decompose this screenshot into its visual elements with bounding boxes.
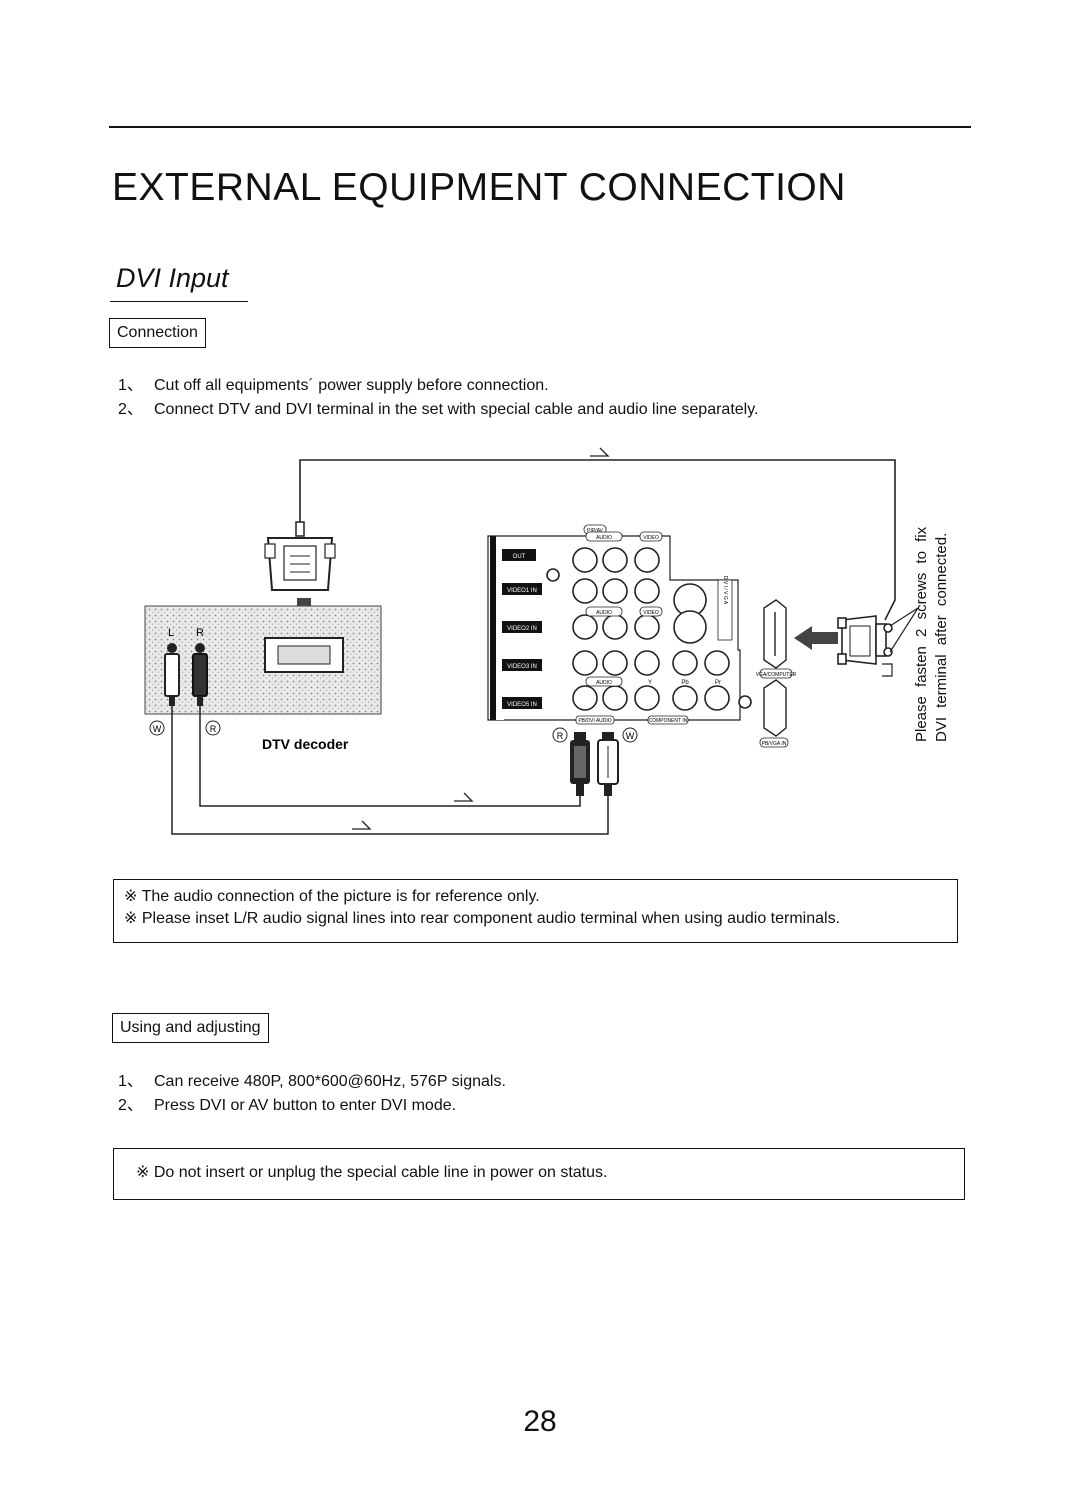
badge-w: W (149, 720, 165, 736)
svg-text:VIDEO1 IN: VIDEO1 IN (507, 588, 537, 594)
panel-rca-plug-red-icon (570, 732, 590, 796)
audio-cables (171, 706, 609, 835)
svg-text:W: W (153, 724, 162, 734)
reference-note-1: ※ The audio connection of the picture is… (124, 888, 540, 905)
dtv-decoder-label: DTV decoder (262, 736, 349, 752)
arrow-marker-bottom (352, 820, 372, 830)
tv-rear-panel: OUT VIDEO1 IN VIDEO2 IN VIDEO3 IN VIDEO5… (487, 524, 752, 725)
svg-text:COMPONENT IN: COMPONENT IN (649, 718, 688, 724)
step-text: Connect DTV and DVI terminal in the set … (154, 401, 759, 418)
svg-text:VIDEO: VIDEO (643, 535, 659, 541)
screw-note-line-2: DVI terminal after connected. (933, 532, 950, 742)
step-text: Can receive 480P, 800*600@60Hz, 576P sig… (154, 1073, 506, 1090)
panel-badge-r: R (552, 727, 568, 743)
audio-l-label: L (168, 627, 174, 639)
step-number: 2、 (118, 401, 143, 418)
dtv-decoder-box (144, 605, 382, 715)
svg-text:R: R (557, 731, 564, 741)
connection-step-1: 1、 Cut off all equipments´ power supply b… (118, 371, 549, 395)
svg-text:VIDEO3 IN: VIDEO3 IN (507, 664, 537, 670)
screw-pointer-lines (882, 607, 919, 677)
using-step-2: 2、 Press DVI or AV button to enter DVI mo… (118, 1091, 456, 1115)
arrow-marker-mid (454, 792, 474, 802)
insert-arrow-left (794, 626, 838, 650)
svg-text:AUDIO: AUDIO (596, 535, 612, 541)
step-number: 1、 (118, 1073, 143, 1090)
svg-text:D V I / V G A: D V I / V G A (722, 576, 728, 605)
vga-port-tag (759, 668, 793, 679)
power-warning-note: ※ Do not insert or unplug the special ca… (136, 1164, 608, 1181)
page-number: 28 (523, 1405, 557, 1438)
panel-badge-w: W (622, 727, 638, 743)
page-title: EXTERNAL EQUIPMENT CONNECTION (112, 166, 846, 209)
power-warning-box: ※ Do not insert or unplug the special ca… (113, 1148, 965, 1200)
panel-rca-plug-white-icon (597, 732, 619, 796)
svg-text:VIDEO2 IN: VIDEO2 IN (507, 626, 537, 632)
reference-note-2: ※ Please inset L/R audio signal lines in… (124, 910, 841, 927)
dvi-plug-icon (264, 521, 336, 591)
connection-diagram: L R W R DTV decoder (144, 447, 919, 835)
using-adjusting-label: Using and adjusting (112, 1013, 269, 1043)
pb-port-tag (759, 737, 789, 748)
dvi-plug-tv-icon (837, 615, 893, 665)
svg-text:Y: Y (648, 680, 652, 686)
svg-text:W: W (626, 731, 635, 741)
svg-text:PIP/AV: PIP/AV (587, 528, 603, 534)
subtitle-underline (110, 301, 248, 302)
svg-text:Pr: Pr (715, 680, 721, 686)
svg-text:PB/VGA IN: PB/VGA IN (762, 741, 787, 747)
svg-text:Pb: Pb (681, 680, 689, 686)
svg-text:AUDIO: AUDIO (596, 680, 612, 686)
step-number: 1、 (118, 377, 143, 394)
svg-text:OUT: OUT (513, 554, 526, 560)
badge-r: R (205, 720, 221, 736)
rca-plug-red-icon (192, 643, 208, 706)
connection-label: Connection (109, 318, 206, 348)
step-text: Cut off all equipments´ power supply bef… (154, 377, 549, 394)
svg-text:R: R (210, 724, 217, 734)
step-number: 2、 (118, 1097, 143, 1114)
dvi-socket-icon (763, 599, 787, 737)
using-step-1: 1、 Can receive 480P, 800*600@60Hz, 576P s… (118, 1067, 506, 1091)
arrow-marker-top (590, 447, 610, 457)
svg-text:AUDIO: AUDIO (596, 610, 612, 616)
audio-r-label: R (196, 627, 204, 639)
section-subtitle: DVI Input (116, 263, 229, 293)
screw-note: Please fasten 2 screws to fix DVI termin… (912, 527, 952, 742)
top-rule (109, 126, 971, 128)
svg-text:PB/DVI AUDIO: PB/DVI AUDIO (578, 718, 611, 724)
step-text: Press DVI or AV button to enter DVI mode… (154, 1097, 457, 1114)
svg-text:VGA/COMPUTER: VGA/COMPUTER (756, 672, 797, 678)
reference-note-box: ※ The audio connection of the picture is… (113, 879, 958, 943)
svg-text:VIDEO5 IN: VIDEO5 IN (507, 702, 537, 708)
dvi-cable (299, 459, 896, 621)
connection-step-2: 2、 Connect DTV and DVI terminal in the se… (118, 395, 758, 419)
rca-plug-white-icon (164, 643, 180, 706)
screw-note-line-1: Please fasten 2 screws to fix (913, 526, 930, 742)
svg-text:VIDEO: VIDEO (643, 610, 659, 616)
